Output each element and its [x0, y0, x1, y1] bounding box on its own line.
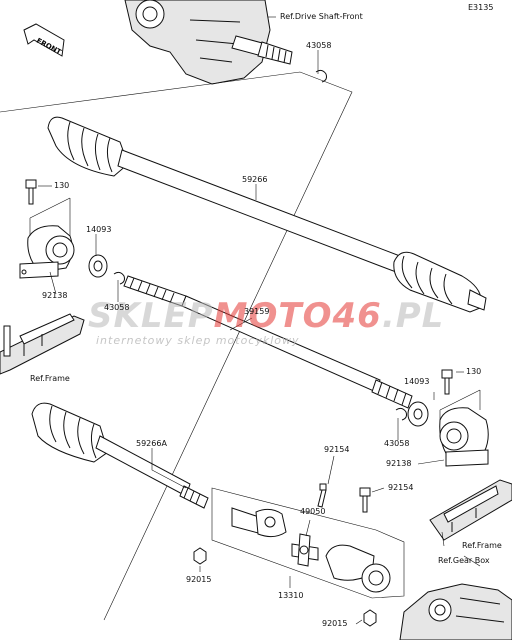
- yoke-right: [325, 544, 391, 593]
- part-label-39159: 39159: [244, 307, 270, 316]
- ref-frame-right: Ref.Frame: [462, 541, 502, 550]
- rear-gear-box: [399, 583, 512, 640]
- yoke-left: [231, 507, 287, 538]
- ref-frame-left: Ref.Frame: [30, 374, 70, 383]
- part-label-49050: 49050: [300, 507, 326, 516]
- part-label-43058-right: 43058: [384, 439, 410, 448]
- front-differential-housing: [124, 0, 293, 85]
- circlip-43058-top: [315, 69, 327, 83]
- drive-shaft-59266: [47, 116, 487, 313]
- diagram-code: E3135: [468, 3, 494, 12]
- bearing-assembly-right: [395, 369, 489, 467]
- projection-guide-lines: [0, 71, 353, 621]
- part-label-92154-upper: 92154: [324, 445, 350, 454]
- yoke-set-bracket: [211, 487, 405, 599]
- ref-gear-box: Ref.Gear Box: [438, 556, 490, 565]
- ref-drive-shaft-front: Ref.Drive Shaft-Front: [280, 12, 363, 21]
- part-label-14093-left: 14093: [86, 225, 112, 234]
- universal-joint-cross-49050: [291, 533, 319, 567]
- part-label-130-left: 130: [54, 181, 70, 190]
- frame-right: [429, 479, 512, 541]
- part-label-43058-left: 43058: [104, 303, 130, 312]
- part-label-14093-right: 14093: [404, 377, 430, 386]
- watermark-part-3: .PL: [381, 296, 445, 336]
- part-label-130-right: 130: [466, 367, 482, 376]
- watermark-part-2: MOTO46: [213, 296, 382, 336]
- part-label-43058-top: 43058: [306, 41, 332, 50]
- front-direction-arrow-icon: FRONT: [23, 23, 65, 57]
- bolt-92154-a: [319, 483, 327, 491]
- leader-lines: [29, 16, 481, 625]
- part-label-13310: 13310: [278, 591, 304, 600]
- nut-92015-b: [363, 609, 377, 627]
- nut-92015-a: [193, 547, 207, 565]
- part-label-59266: 59266: [242, 175, 268, 184]
- drive-shaft-59266A: [31, 402, 209, 509]
- part-label-92138-right: 92138: [386, 459, 412, 468]
- part-label-92015-left: 92015: [186, 575, 212, 584]
- shaft-39159: [123, 275, 413, 409]
- watermark-tagline: internetowy sklep motocyklowy: [96, 334, 300, 347]
- watermark-part-1: SKLEP: [88, 296, 214, 336]
- frame-left: [0, 313, 85, 375]
- part-label-92138-left: 92138: [42, 291, 68, 300]
- bearing-assembly-left: [19, 179, 125, 285]
- part-label-92015-right: 92015: [322, 619, 348, 628]
- part-label-59266A: 59266A: [136, 439, 167, 448]
- bolt-92154-b: [359, 487, 371, 497]
- watermark-logo: SKLEPMOTO46.PL: [88, 299, 444, 333]
- part-label-92154-lower: 92154: [388, 483, 414, 492]
